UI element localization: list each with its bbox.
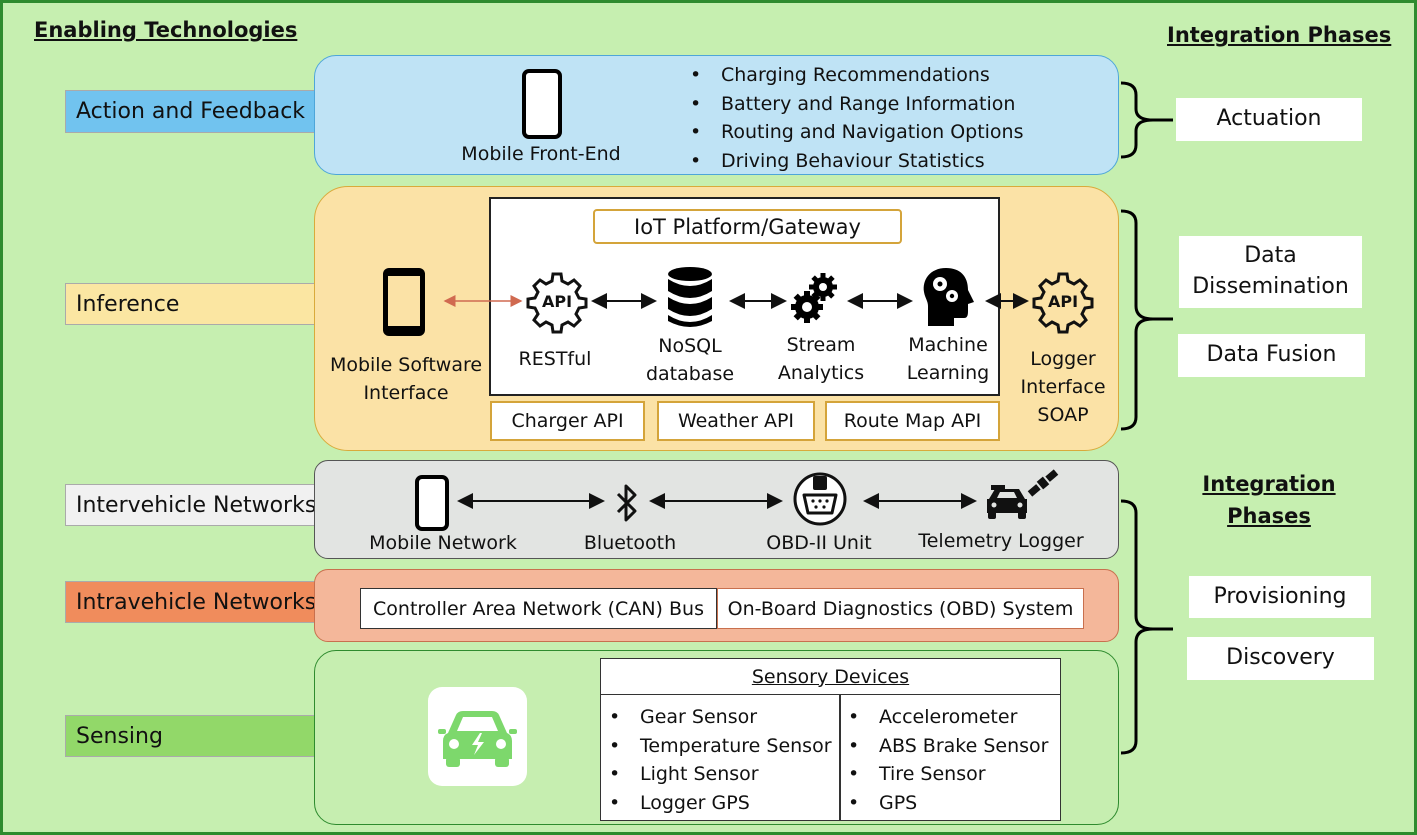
nosql-database-label: NoSQL database: [646, 333, 734, 388]
sensor-item: Tire Sensor: [844, 760, 1048, 789]
sensor-item: Gear Sensor: [605, 703, 832, 732]
ev-icon-tile: [428, 687, 527, 786]
feature-item: Driving Behaviour Statistics: [686, 147, 1024, 176]
gears-icon: [791, 273, 837, 323]
mobile-front-end-label: Mobile Front-End: [461, 143, 621, 165]
intervehicle-connectors: [457, 493, 977, 509]
charger-api-box: Charger API: [490, 401, 645, 441]
logger-interface-label: Logger Interface SOAP: [1020, 345, 1105, 429]
data-dissemination-line-1: Data: [1244, 243, 1297, 269]
obd-unit-icon: [793, 472, 847, 526]
inter-item-label: Bluetooth: [583, 532, 677, 554]
logger-line-3: SOAP: [1037, 404, 1089, 427]
sensor-item: Logger GPS: [605, 789, 832, 818]
machine-learning-label: Machine Learning: [907, 332, 990, 387]
inter-item-label: Telemetry Logger: [918, 530, 1084, 552]
stream-analytics-label: Stream Analytics: [778, 332, 864, 387]
api-gear-icon: API: [1032, 272, 1094, 334]
database-icon: [668, 267, 712, 327]
sensor-item: Light Sensor: [605, 760, 832, 789]
nosql-line-1: NoSQL: [658, 335, 722, 357]
stream-line-2: Analytics: [777, 361, 865, 384]
mobile-sw-line-1: Mobile Software: [329, 354, 483, 376]
inter-item-label: Mobile Network: [369, 532, 517, 554]
phase-provisioning: Provisioning: [1189, 576, 1371, 618]
phase-data-fusion: Data Fusion: [1178, 334, 1365, 377]
stream-line-1: Stream: [786, 334, 856, 356]
api-gear-icon: API: [526, 272, 588, 334]
mobile-phone-icon: [522, 69, 562, 139]
phase-actuation: Actuation: [1176, 98, 1362, 141]
sensor-list-right: Accelerometer ABS Brake Sensor Tire Sens…: [844, 703, 1048, 817]
weather-api-box: Weather API: [657, 401, 815, 441]
nosql-line-2: database: [645, 362, 735, 385]
mobile-phone-icon: [415, 475, 449, 531]
bluetooth-icon: [616, 484, 637, 522]
logger-line-2: Interface: [1020, 376, 1106, 399]
ml-line-1: Machine: [908, 334, 988, 356]
table-divider: [839, 695, 841, 820]
data-dissemination-line-2: Dissemination: [1192, 274, 1349, 299]
integration-phases-line-2: Phases: [1227, 503, 1311, 528]
layer-label-intravehicle: Intravehicle Networks: [65, 581, 328, 623]
sensor-item: Temperature Sensor: [605, 732, 832, 761]
brace-actuation: [1120, 81, 1154, 159]
sensor-list-left: Gear Sensor Temperature Sensor Light Sen…: [605, 703, 832, 817]
layer-label-action: Action and Feedback: [65, 90, 328, 133]
ml-line-2: Learning: [906, 361, 990, 384]
restful-label: RESTful: [518, 348, 592, 370]
integration-phases-header: Integration Phases: [1167, 23, 1392, 47]
integration-braces: [1120, 81, 1173, 755]
integration-phases-header-2: Integration Phases: [1169, 469, 1369, 532]
brace-inference: [1120, 209, 1154, 431]
brace-networks: [1120, 499, 1154, 755]
api-gear-text: API: [1048, 292, 1078, 311]
inference-connectors: [443, 293, 1029, 309]
feature-item: Routing and Navigation Options: [686, 118, 1024, 147]
inter-item-label: OBD-II Unit: [766, 532, 872, 554]
api-gear-text: API: [542, 292, 572, 311]
mobile-software-interface-label: Mobile Software Interface: [330, 352, 482, 407]
electric-car-icon: [438, 711, 517, 767]
phase-discovery: Discovery: [1187, 637, 1374, 680]
can-bus-box: Controller Area Network (CAN) Bus: [360, 588, 717, 629]
sensor-item: ABS Brake Sensor: [844, 732, 1048, 761]
iot-platform-title: IoT Platform/Gateway: [593, 209, 902, 244]
action-feature-list: Charging Recommendations Battery and Ran…: [686, 61, 1024, 175]
sensor-item: Accelerometer: [844, 703, 1048, 732]
logger-line-1: Logger: [1030, 348, 1096, 370]
sensor-item: GPS: [844, 789, 1048, 818]
route-map-api-box: Route Map API: [825, 401, 1000, 441]
obd-system-box: On-Board Diagnostics (OBD) System: [717, 588, 1084, 629]
integration-phases-line-1: Integration: [1202, 472, 1336, 496]
sensory-devices-title: Sensory Devices: [751, 665, 910, 688]
machine-learning-head-icon: [923, 268, 974, 326]
phase-data-dissemination: Data Dissemination: [1179, 236, 1362, 308]
feature-item: Charging Recommendations: [686, 61, 1024, 90]
layer-label-intervehicle: Intervehicle Networks: [65, 484, 328, 526]
sensory-devices-table: Sensory Devices Gear Sensor Temperature …: [600, 658, 1061, 821]
feature-item: Battery and Range Information: [686, 90, 1024, 119]
enabling-technologies-header: Enabling Technologies: [34, 18, 298, 42]
mobile-sw-line-2: Interface: [363, 381, 449, 404]
telemetry-car-satellite-icon: [987, 469, 1059, 519]
mobile-phone-icon: [383, 268, 425, 336]
